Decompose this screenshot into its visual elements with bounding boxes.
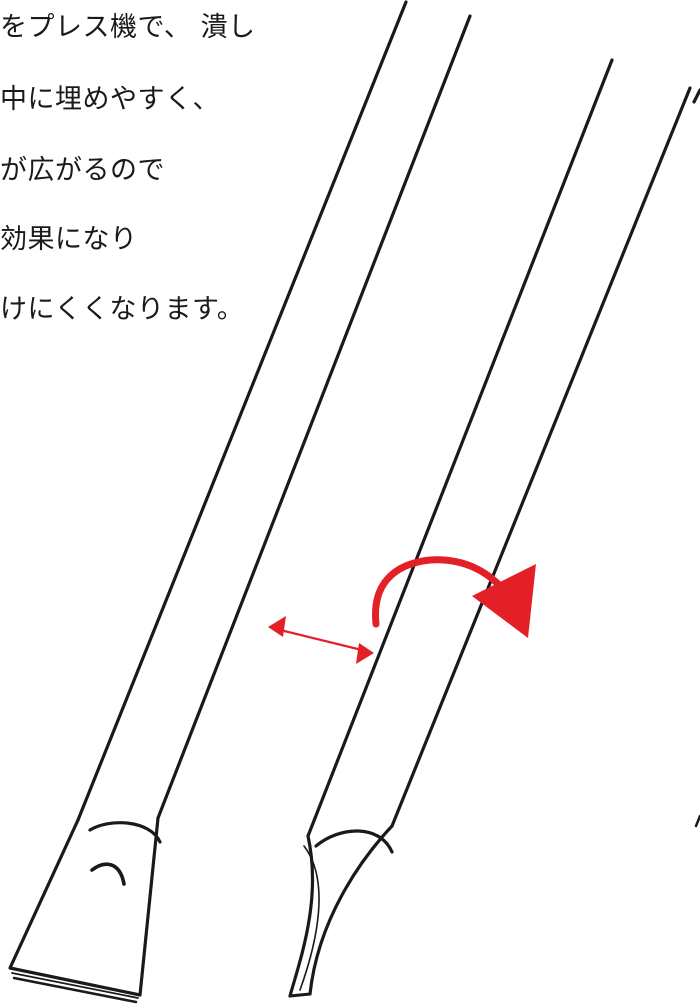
pressed-tool-hook-mark: [90, 862, 126, 886]
pressed-tool-neck-curve: [88, 821, 162, 844]
width-arrow-head-right: [356, 643, 374, 664]
standard-tool-neck-curve: [314, 829, 394, 854]
standard-tool-inner-line: [299, 845, 320, 991]
right-tool-edge: [692, 88, 700, 104]
caption-line-5: けにくくなります。: [0, 294, 245, 325]
standard-tool-tip: [288, 992, 312, 998]
pressed-tool-left-edge: [76, 0, 408, 822]
standard-tool-neck-right: [308, 824, 394, 996]
right-tool-tip-mark: [694, 814, 700, 828]
pressed-tool-blade-edge-2: [11, 972, 139, 999]
rotation-arrow-head: [472, 564, 536, 638]
pressed-tool-right-edge: [156, 14, 472, 820]
caption-line-1: をプレス機で、 潰し: [0, 12, 256, 43]
width-arrow-head-left: [268, 616, 286, 637]
standard-tool: [288, 58, 692, 998]
rotation-arrow-arc: [372, 556, 508, 628]
right-tool: [692, 88, 700, 828]
rotation-arrow: [372, 556, 536, 638]
standard-tool-right-edge: [390, 86, 692, 828]
pressed-tool: [8, 0, 472, 1004]
caption-line-2: 中に埋めやすく、: [0, 84, 220, 115]
pressed-tool-blade-outline: [8, 816, 160, 997]
standard-tool-left-edge: [306, 58, 614, 838]
width-arrow-line: [271, 626, 371, 654]
width-arrow: [268, 616, 374, 664]
pressed-tool-blade-edge: [12, 976, 138, 1004]
standard-tool-neck-left: [288, 834, 315, 998]
caption-line-3: が広がるので: [0, 155, 165, 186]
caption-line-4: 効果になり: [0, 224, 138, 255]
